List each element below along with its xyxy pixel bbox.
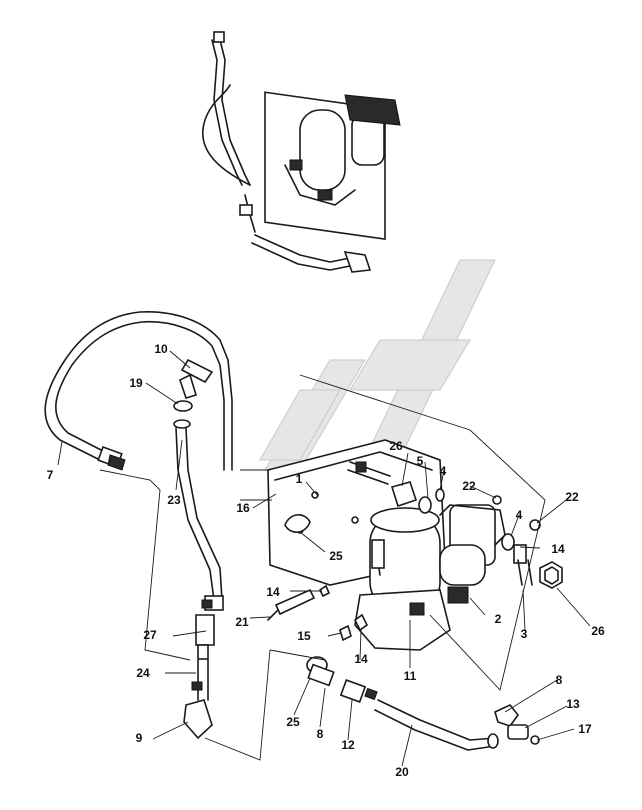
callout-17: 17 [578,722,592,736]
callout-12: 12 [341,738,355,752]
callout-14b: 14 [354,652,368,666]
callout-25b: 25 [286,715,300,729]
callout-23: 23 [167,493,181,507]
callout-7: 7 [47,468,54,482]
callout-4b: 4 [516,508,523,522]
callout-26a: 26 [389,439,403,453]
callout-1: 1 [296,472,303,486]
callout-25a: 25 [329,549,343,563]
callout-8b: 8 [556,673,563,687]
callout-labels: 1 2 3 4 4 5 7 8 8 9 10 11 12 13 14 14 14… [47,342,605,779]
leader-lines [57,350,591,767]
callout-3: 3 [521,627,528,641]
upper-assembly-view [202,31,401,273]
callout-20: 20 [395,765,409,779]
callout-8a: 8 [317,727,324,741]
callout-14c: 14 [551,542,565,556]
callout-11: 11 [404,669,417,683]
callout-5: 5 [417,454,424,468]
callout-10: 10 [154,342,168,356]
callout-9: 9 [136,731,143,745]
callout-13: 13 [566,697,580,711]
callout-16: 16 [236,501,250,515]
lower-exploded-view [44,311,563,761]
callout-26b: 26 [591,624,605,638]
callout-24: 24 [136,666,150,680]
callout-22b: 22 [565,490,579,504]
callout-4a: 4 [440,464,447,478]
callout-15: 15 [297,629,311,643]
callout-22a: 22 [462,479,476,493]
callout-19: 19 [129,376,143,390]
callout-21: 21 [235,615,249,629]
callout-27: 27 [143,628,157,642]
callout-2: 2 [495,612,502,626]
callout-14a: 14 [266,585,280,599]
